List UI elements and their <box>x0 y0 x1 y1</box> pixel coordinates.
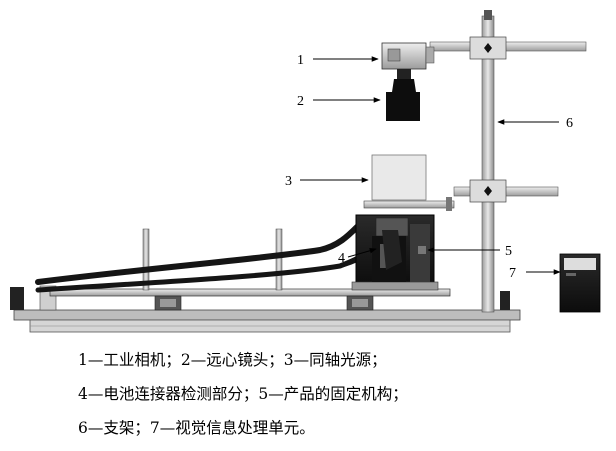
callout-number-1: 1 <box>297 53 304 68</box>
callout-number-4: 4 <box>338 251 345 266</box>
slide-rail <box>49 288 451 311</box>
industrial-camera <box>381 42 435 70</box>
cables <box>35 223 378 293</box>
telecentric-lens <box>386 69 420 121</box>
callout-number-7: 7 <box>509 266 516 281</box>
rail-posts <box>142 228 283 291</box>
vision-processing-unit <box>559 253 601 313</box>
caption-line-3: 6—支架；7—视觉信息处理单元。 <box>78 419 315 437</box>
coaxial-light-source <box>363 154 455 211</box>
caption-line-1: 1—工业相机；2—远心镜头；3—同轴光源； <box>78 351 387 369</box>
callout-arrows <box>300 56 561 275</box>
connector-test-module <box>372 230 406 282</box>
caption-line-2: 4—电池连接器检测部分；5—产品的固定机构； <box>78 385 408 403</box>
callout-number-3: 3 <box>285 174 292 189</box>
figure-caption: 1—工业相机；2—远心镜头；3—同轴光源； 4—电池连接器检测部分；5—产品的固… <box>78 343 608 445</box>
callout-number-2: 2 <box>297 94 304 109</box>
callout-number-5: 5 <box>505 244 512 259</box>
callout-number-6: 6 <box>566 116 573 131</box>
base-plate <box>10 285 521 333</box>
support-stand <box>429 10 587 313</box>
